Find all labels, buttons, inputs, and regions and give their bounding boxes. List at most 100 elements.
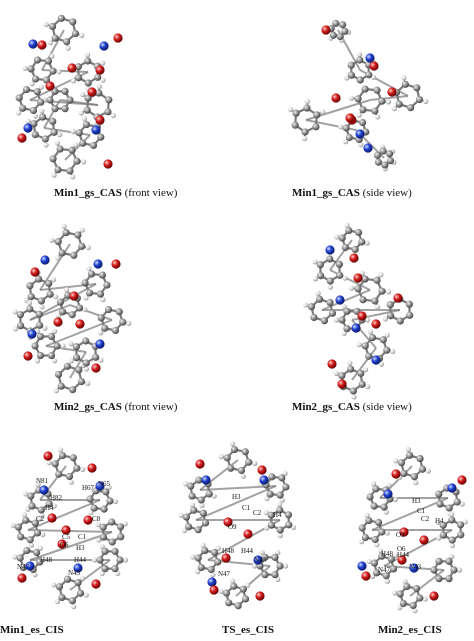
carbon-atom bbox=[15, 94, 23, 102]
carbon-atom bbox=[37, 506, 45, 514]
hydrogen-atom bbox=[392, 496, 399, 503]
caption-rest: (side view) bbox=[359, 401, 412, 413]
carbon-atom bbox=[406, 311, 414, 319]
carbon-atom bbox=[415, 95, 424, 104]
hydrogen-atom bbox=[56, 312, 62, 319]
carbon-atom bbox=[30, 120, 38, 128]
carbon-atom bbox=[241, 448, 249, 456]
oxygen-atom bbox=[23, 351, 33, 361]
carbon-atom bbox=[439, 521, 447, 529]
carbon-atom bbox=[58, 451, 67, 460]
carbon-atom bbox=[373, 86, 381, 94]
hydrogen-atom bbox=[54, 140, 60, 146]
bond bbox=[27, 499, 101, 531]
hydrogen-atom bbox=[22, 65, 28, 71]
hydrogen-atom bbox=[70, 78, 77, 84]
hydrogen-atom bbox=[348, 95, 355, 101]
carbon-atom bbox=[328, 309, 337, 317]
hydrogen-atom bbox=[65, 45, 71, 51]
hydrogen-atom bbox=[83, 592, 89, 598]
atom-label: N65 bbox=[98, 480, 111, 488]
carbon-atom bbox=[96, 290, 105, 298]
carbon-atom bbox=[338, 372, 346, 380]
hydrogen-atom bbox=[244, 582, 250, 589]
atom-label: H4 bbox=[435, 517, 444, 525]
oxygen-atom bbox=[419, 535, 429, 545]
oxygen-atom bbox=[353, 273, 363, 283]
carbon-atom bbox=[54, 370, 63, 379]
oxygen-atom bbox=[397, 555, 407, 565]
carbon-atom bbox=[56, 145, 64, 153]
hydrogen-atom bbox=[333, 370, 339, 376]
carbon-atom bbox=[100, 505, 108, 513]
hydrogen-atom bbox=[385, 99, 392, 105]
hydrogen-atom bbox=[277, 532, 283, 539]
carbon-atom bbox=[116, 523, 125, 531]
hydrogen-atom bbox=[348, 285, 355, 291]
carbon-atom bbox=[51, 460, 59, 468]
hydrogen-atom bbox=[384, 578, 391, 584]
bond bbox=[29, 531, 113, 561]
carbon-atom bbox=[435, 557, 443, 565]
panel-min1-front bbox=[15, 14, 123, 180]
carbon-atom bbox=[31, 75, 40, 83]
carbon-atom bbox=[292, 109, 300, 117]
carbon-atom bbox=[397, 459, 406, 467]
hydrogen-atom bbox=[63, 287, 70, 293]
oxygen-atom bbox=[57, 539, 67, 549]
carbon-atom bbox=[188, 492, 196, 500]
oxygen-atom bbox=[69, 291, 79, 301]
carbon-atom bbox=[33, 529, 42, 537]
hydrogen-atom bbox=[84, 52, 91, 58]
carbon-atom bbox=[36, 351, 45, 360]
carbon-atom bbox=[101, 324, 109, 332]
carbon-atom bbox=[237, 466, 246, 475]
carbon-atom bbox=[19, 104, 27, 112]
carbon-atom bbox=[338, 234, 346, 242]
carbon-atom bbox=[332, 19, 340, 27]
carbon-atom bbox=[70, 251, 78, 259]
carbon-atom bbox=[375, 518, 383, 527]
hydrogen-atom bbox=[42, 325, 48, 331]
carbon-atom bbox=[54, 166, 62, 174]
carbon-atom bbox=[355, 228, 363, 237]
carbon-atom bbox=[267, 521, 276, 529]
carbon-atom bbox=[383, 346, 391, 354]
hydrogen-atom bbox=[88, 509, 94, 516]
panel-min2-front bbox=[12, 223, 132, 394]
hydrogen-atom bbox=[303, 302, 309, 308]
carbon-atom bbox=[341, 243, 349, 252]
carbon-atom bbox=[436, 500, 444, 508]
carbon-atom bbox=[403, 582, 411, 591]
oxygen-atom bbox=[103, 159, 113, 169]
carbon-atom bbox=[63, 575, 72, 583]
carbon-atom bbox=[271, 553, 279, 561]
carbon-atom bbox=[77, 377, 86, 386]
nitrogen-atom bbox=[91, 125, 101, 135]
carbon-atom bbox=[326, 255, 334, 263]
hydrogen-atom bbox=[264, 495, 270, 502]
atom-label: C2 bbox=[253, 509, 262, 517]
carbon-atom bbox=[14, 523, 23, 531]
hydrogen-atom bbox=[436, 535, 442, 541]
hydrogen-atom bbox=[363, 367, 369, 373]
atom-label: C1 bbox=[417, 507, 426, 515]
carbon-atom bbox=[54, 238, 62, 246]
carbon-atom bbox=[405, 300, 413, 308]
hydrogen-atom bbox=[70, 174, 76, 180]
carbon-atom bbox=[31, 131, 39, 139]
bond bbox=[39, 243, 71, 291]
nitrogen-atom bbox=[357, 561, 367, 571]
carbon-atom bbox=[86, 495, 94, 503]
carbon-atom bbox=[63, 362, 71, 370]
carbon-atom bbox=[63, 38, 71, 46]
hydrogen-atom bbox=[55, 255, 61, 261]
carbon-atom bbox=[343, 307, 351, 315]
carbon-atom bbox=[201, 546, 209, 555]
carbon-atom bbox=[409, 601, 417, 610]
carbon-atom bbox=[418, 465, 427, 473]
oxygen-atom bbox=[91, 363, 101, 373]
carbon-atom bbox=[194, 526, 202, 534]
hydrogen-atom bbox=[83, 366, 90, 372]
